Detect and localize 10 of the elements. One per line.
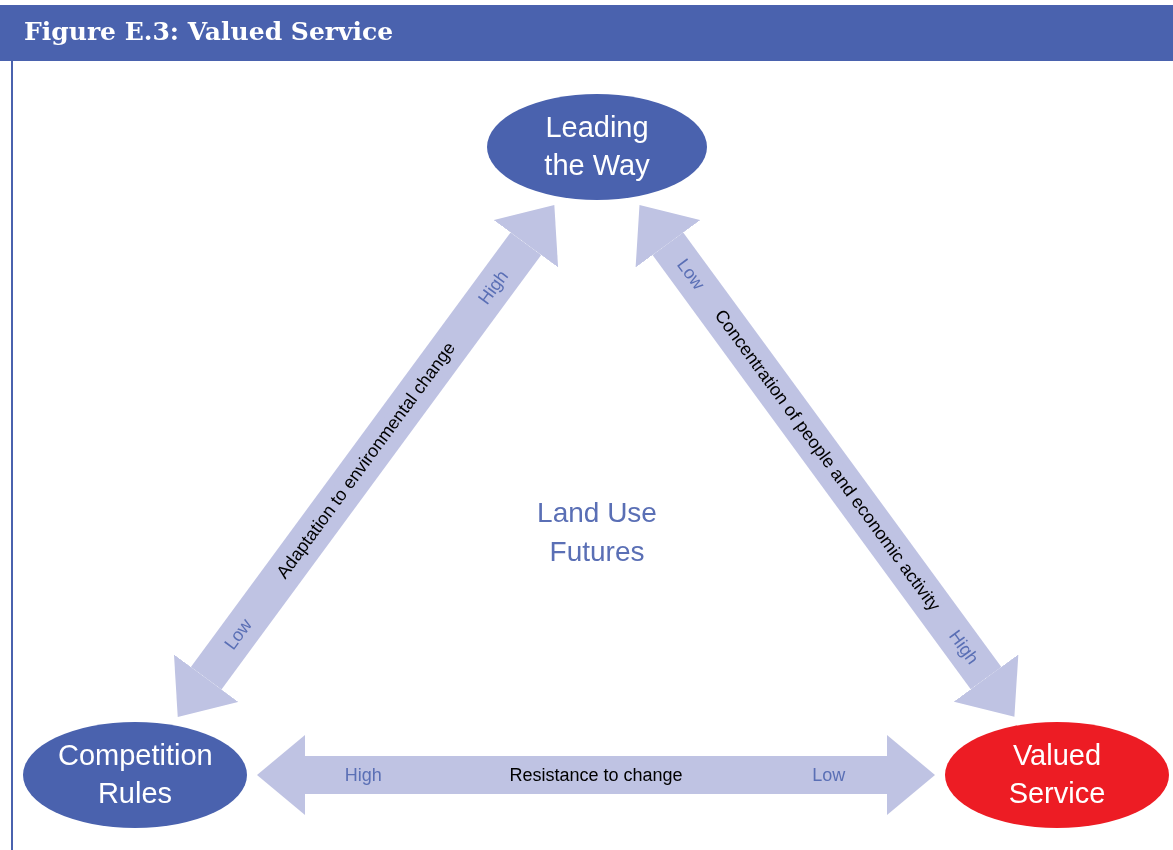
figure-title: Figure E.3: Valued Service [24, 17, 394, 46]
double-arrow [635, 205, 1019, 717]
ellipse-node: Valued Service [945, 722, 1169, 828]
ellipse-node: Competition Rules [23, 722, 247, 828]
double-arrow [257, 735, 935, 815]
double-arrow [173, 205, 559, 717]
scale-label: Low [812, 764, 846, 786]
center-label: Land Use Futures [536, 496, 658, 570]
ellipse-node: Leading the Way [487, 94, 707, 200]
scale-label: High [344, 764, 382, 786]
